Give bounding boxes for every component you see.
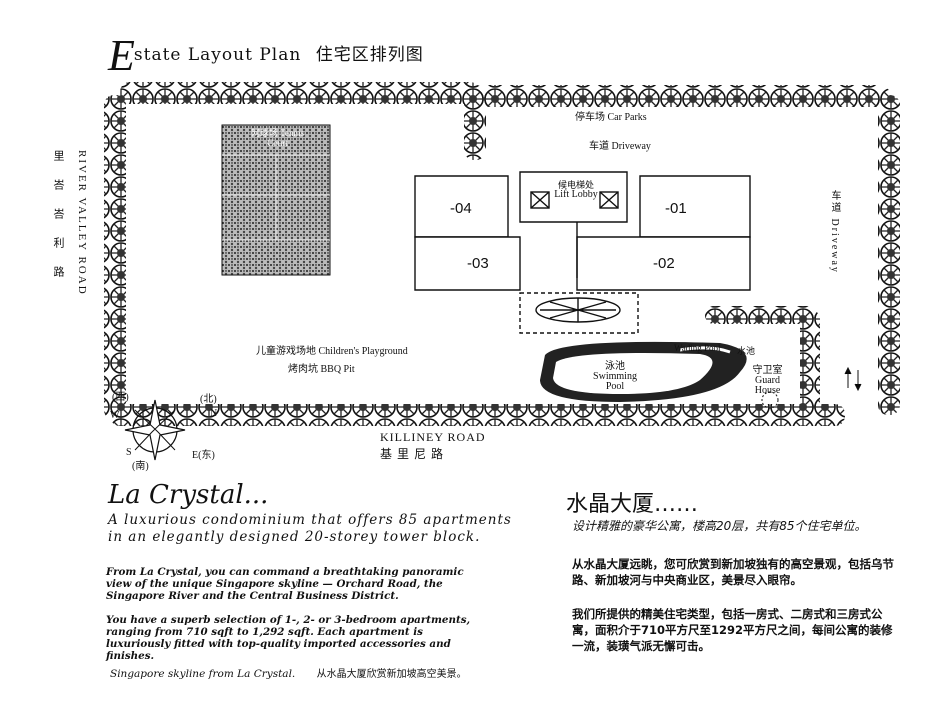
compass-icon	[124, 399, 186, 461]
unit-01-label: -01	[665, 200, 687, 217]
car-parks-label: 停车场 Car Parks	[575, 112, 647, 123]
wading-pool-zh-label: 水池	[737, 346, 756, 356]
english-heading: La Crystal...	[108, 480, 269, 510]
english-paragraph-1: From La Crystal, you can command a breat…	[106, 566, 464, 602]
unit-02-label: -02	[653, 255, 675, 272]
swimming-pool	[540, 341, 747, 402]
swimming-pool-label: 泳池 Swimming Pool	[593, 361, 637, 392]
playground-label: 儿童游戏场地 Children's Playground	[256, 346, 408, 357]
photo-caption: Singapore skyline from La Crystal. 从水晶大厦…	[110, 668, 467, 680]
one-way-arrows-icon	[844, 366, 862, 392]
compass-south: S	[126, 447, 132, 458]
compass-east: E(东)	[192, 450, 215, 461]
compass-south-zh: (南)	[132, 461, 149, 472]
wading-pool-label: Wading Pool	[674, 343, 721, 353]
lift-lobby-label: 候电梯处 Lift Lobby	[554, 180, 598, 200]
compass-west: W	[110, 410, 120, 421]
killiney-road-zh-label: 基 里 尼 路	[380, 447, 445, 461]
chinese-paragraph-1: 从水晶大厦远眺，您可欣赏到新加坡独有的高空景观，包括乌节路、新加坡河与中央商业区…	[572, 557, 894, 587]
guard-house-label: 守卫室 Guard House	[752, 365, 783, 396]
english-tagline: A luxurious condominium that offers 85 a…	[108, 512, 512, 545]
bbq-pit-label: 烤肉坑 BBQ Pit	[288, 364, 355, 375]
tower-block	[414, 171, 751, 334]
driveway-right-label: 车道 Driveway	[829, 190, 840, 274]
compass-north: N	[210, 408, 218, 419]
page-title: Estate Layout Plan 住宅区排列图	[108, 31, 424, 80]
river-valley-road-label: RIVER VALLEY ROAD	[76, 150, 88, 296]
tennis-court-label: 网球场 Tennis Court	[250, 128, 305, 148]
chinese-paragraph-2: 我们所提供的精美住宅类型，包括一房式、二房式和三房式公寓，面积介于710平方尺至…	[572, 607, 893, 653]
chinese-tagline: 设计精雅的豪华公寓，楼高20层，共有85个住宅单位。	[572, 519, 867, 533]
compass-north-zh: (北)	[200, 394, 217, 405]
chinese-heading: 水晶大厦……	[566, 492, 699, 517]
compass-west-zh: (西)	[112, 392, 129, 403]
killiney-road-label: KILLINEY ROAD	[380, 430, 486, 444]
estate-plan-drawing	[104, 82, 900, 461]
unit-03-label: -03	[467, 255, 489, 272]
hedge-boundary	[104, 82, 900, 426]
unit-04-label: -04	[450, 200, 472, 217]
tennis-court	[221, 124, 331, 276]
driveway-label: 车道 Driveway	[589, 141, 651, 152]
english-paragraph-2: You have a superb selection of 1-, 2- or…	[106, 614, 471, 662]
river-valley-road-zh-label: 里峇峇利路	[52, 150, 64, 295]
